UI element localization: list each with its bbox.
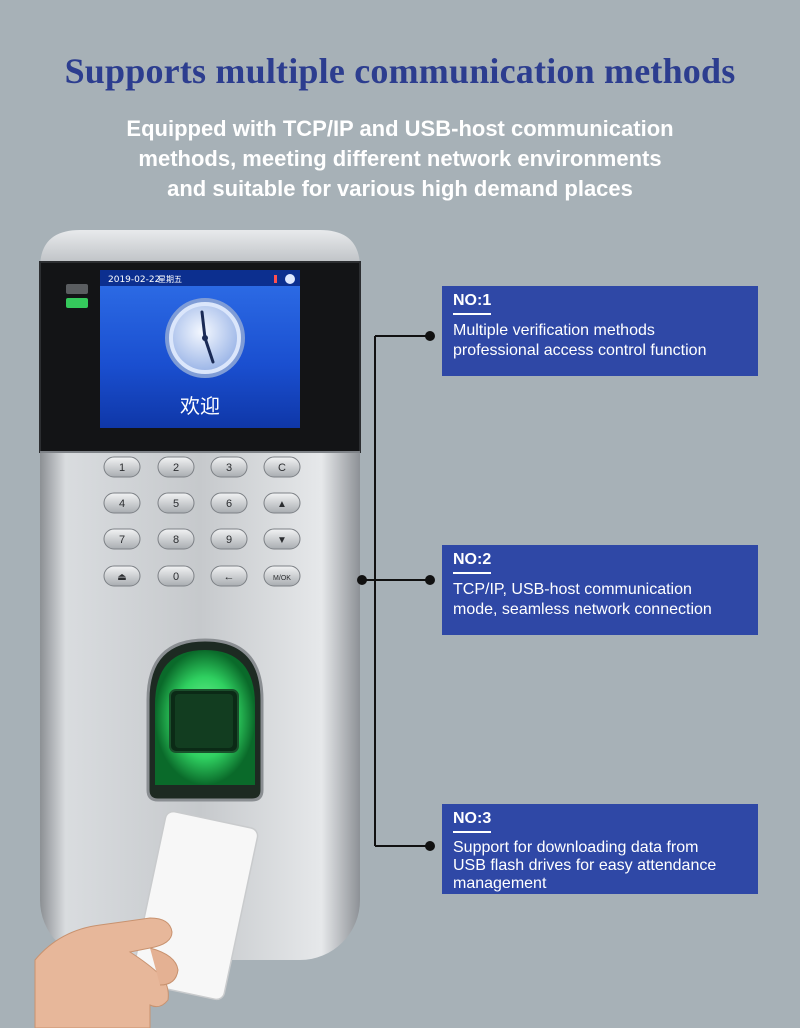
lcd-welcome: 欢迎: [180, 394, 220, 418]
key-mok-label: M/OK: [273, 575, 291, 582]
key-mok: M/OK: [263, 565, 301, 587]
connector-dot-3: [425, 841, 435, 851]
key-eject-label: ⏏: [117, 572, 126, 583]
key-eject: ⏏: [103, 565, 141, 587]
feature-box-3: NO:3 Support for downloading data from U…: [442, 804, 758, 894]
key-5-label: 5: [173, 498, 179, 510]
key-8-label: 8: [173, 534, 179, 546]
key-6-label: 6: [226, 498, 232, 510]
connector-dot-2-left: [357, 575, 367, 585]
key-down-label: ▼: [277, 535, 287, 546]
key-up: ▲: [263, 492, 301, 514]
key-1: 1: [103, 456, 141, 478]
key-2: 2: [157, 456, 195, 478]
key-9-label: 9: [226, 534, 232, 546]
key-c-label: C: [278, 462, 286, 474]
key-c: C: [263, 456, 301, 478]
feature-2-text: TCP/IP, USB-host communication mode, sea…: [453, 581, 712, 618]
feature-1-label: NO:1: [453, 290, 492, 315]
key-7: 7: [103, 528, 141, 550]
key-8: 8: [157, 528, 195, 550]
lcd-network-icon: [285, 274, 295, 284]
feature-1-text: Multiple verification methods profession…: [453, 322, 707, 359]
status-led-green: [66, 298, 88, 308]
key-0-label: 0: [173, 571, 179, 583]
connector-dot-1: [425, 331, 435, 341]
key-0: 0: [157, 565, 195, 587]
status-led-off: [66, 284, 88, 294]
lcd-date: 2019-02-22: [108, 275, 160, 285]
page-title: Supports multiple communication methods: [64, 51, 736, 91]
key-4-label: 4: [119, 498, 125, 510]
key-2-label: 2: [173, 462, 179, 474]
key-9: 9: [210, 528, 248, 550]
connector-dot-2: [425, 575, 435, 585]
key-6: 6: [210, 492, 248, 514]
key-up-label: ▲: [277, 499, 287, 510]
key-4: 4: [103, 492, 141, 514]
feature-3-label: NO:3: [453, 808, 492, 833]
key-down: ▼: [263, 528, 301, 550]
key-3: 3: [210, 456, 248, 478]
key-1-label: 1: [119, 462, 125, 474]
lcd-weekday: 星期五: [158, 275, 182, 284]
feature-box-2: NO:2 TCP/IP, USB-host communication mode…: [442, 545, 758, 635]
keypad: 1 2 3 C 4 5 6 ▲ 7 8 9 ▼ ⏏ 0 ← M/OK: [103, 456, 301, 587]
key-back-label: ←: [224, 571, 235, 583]
page-subtitle: Equipped with TCP/IP and USB-host commun…: [126, 116, 674, 201]
key-5: 5: [157, 492, 195, 514]
key-3-label: 3: [226, 462, 232, 474]
key-back: ←: [210, 565, 248, 587]
feature-3-text: Support for downloading data from USB fl…: [453, 839, 717, 892]
feature-2-label: NO:2: [453, 549, 492, 574]
feature-box-1: NO:1 Multiple verification methods profe…: [442, 286, 758, 376]
key-7-label: 7: [119, 534, 125, 546]
